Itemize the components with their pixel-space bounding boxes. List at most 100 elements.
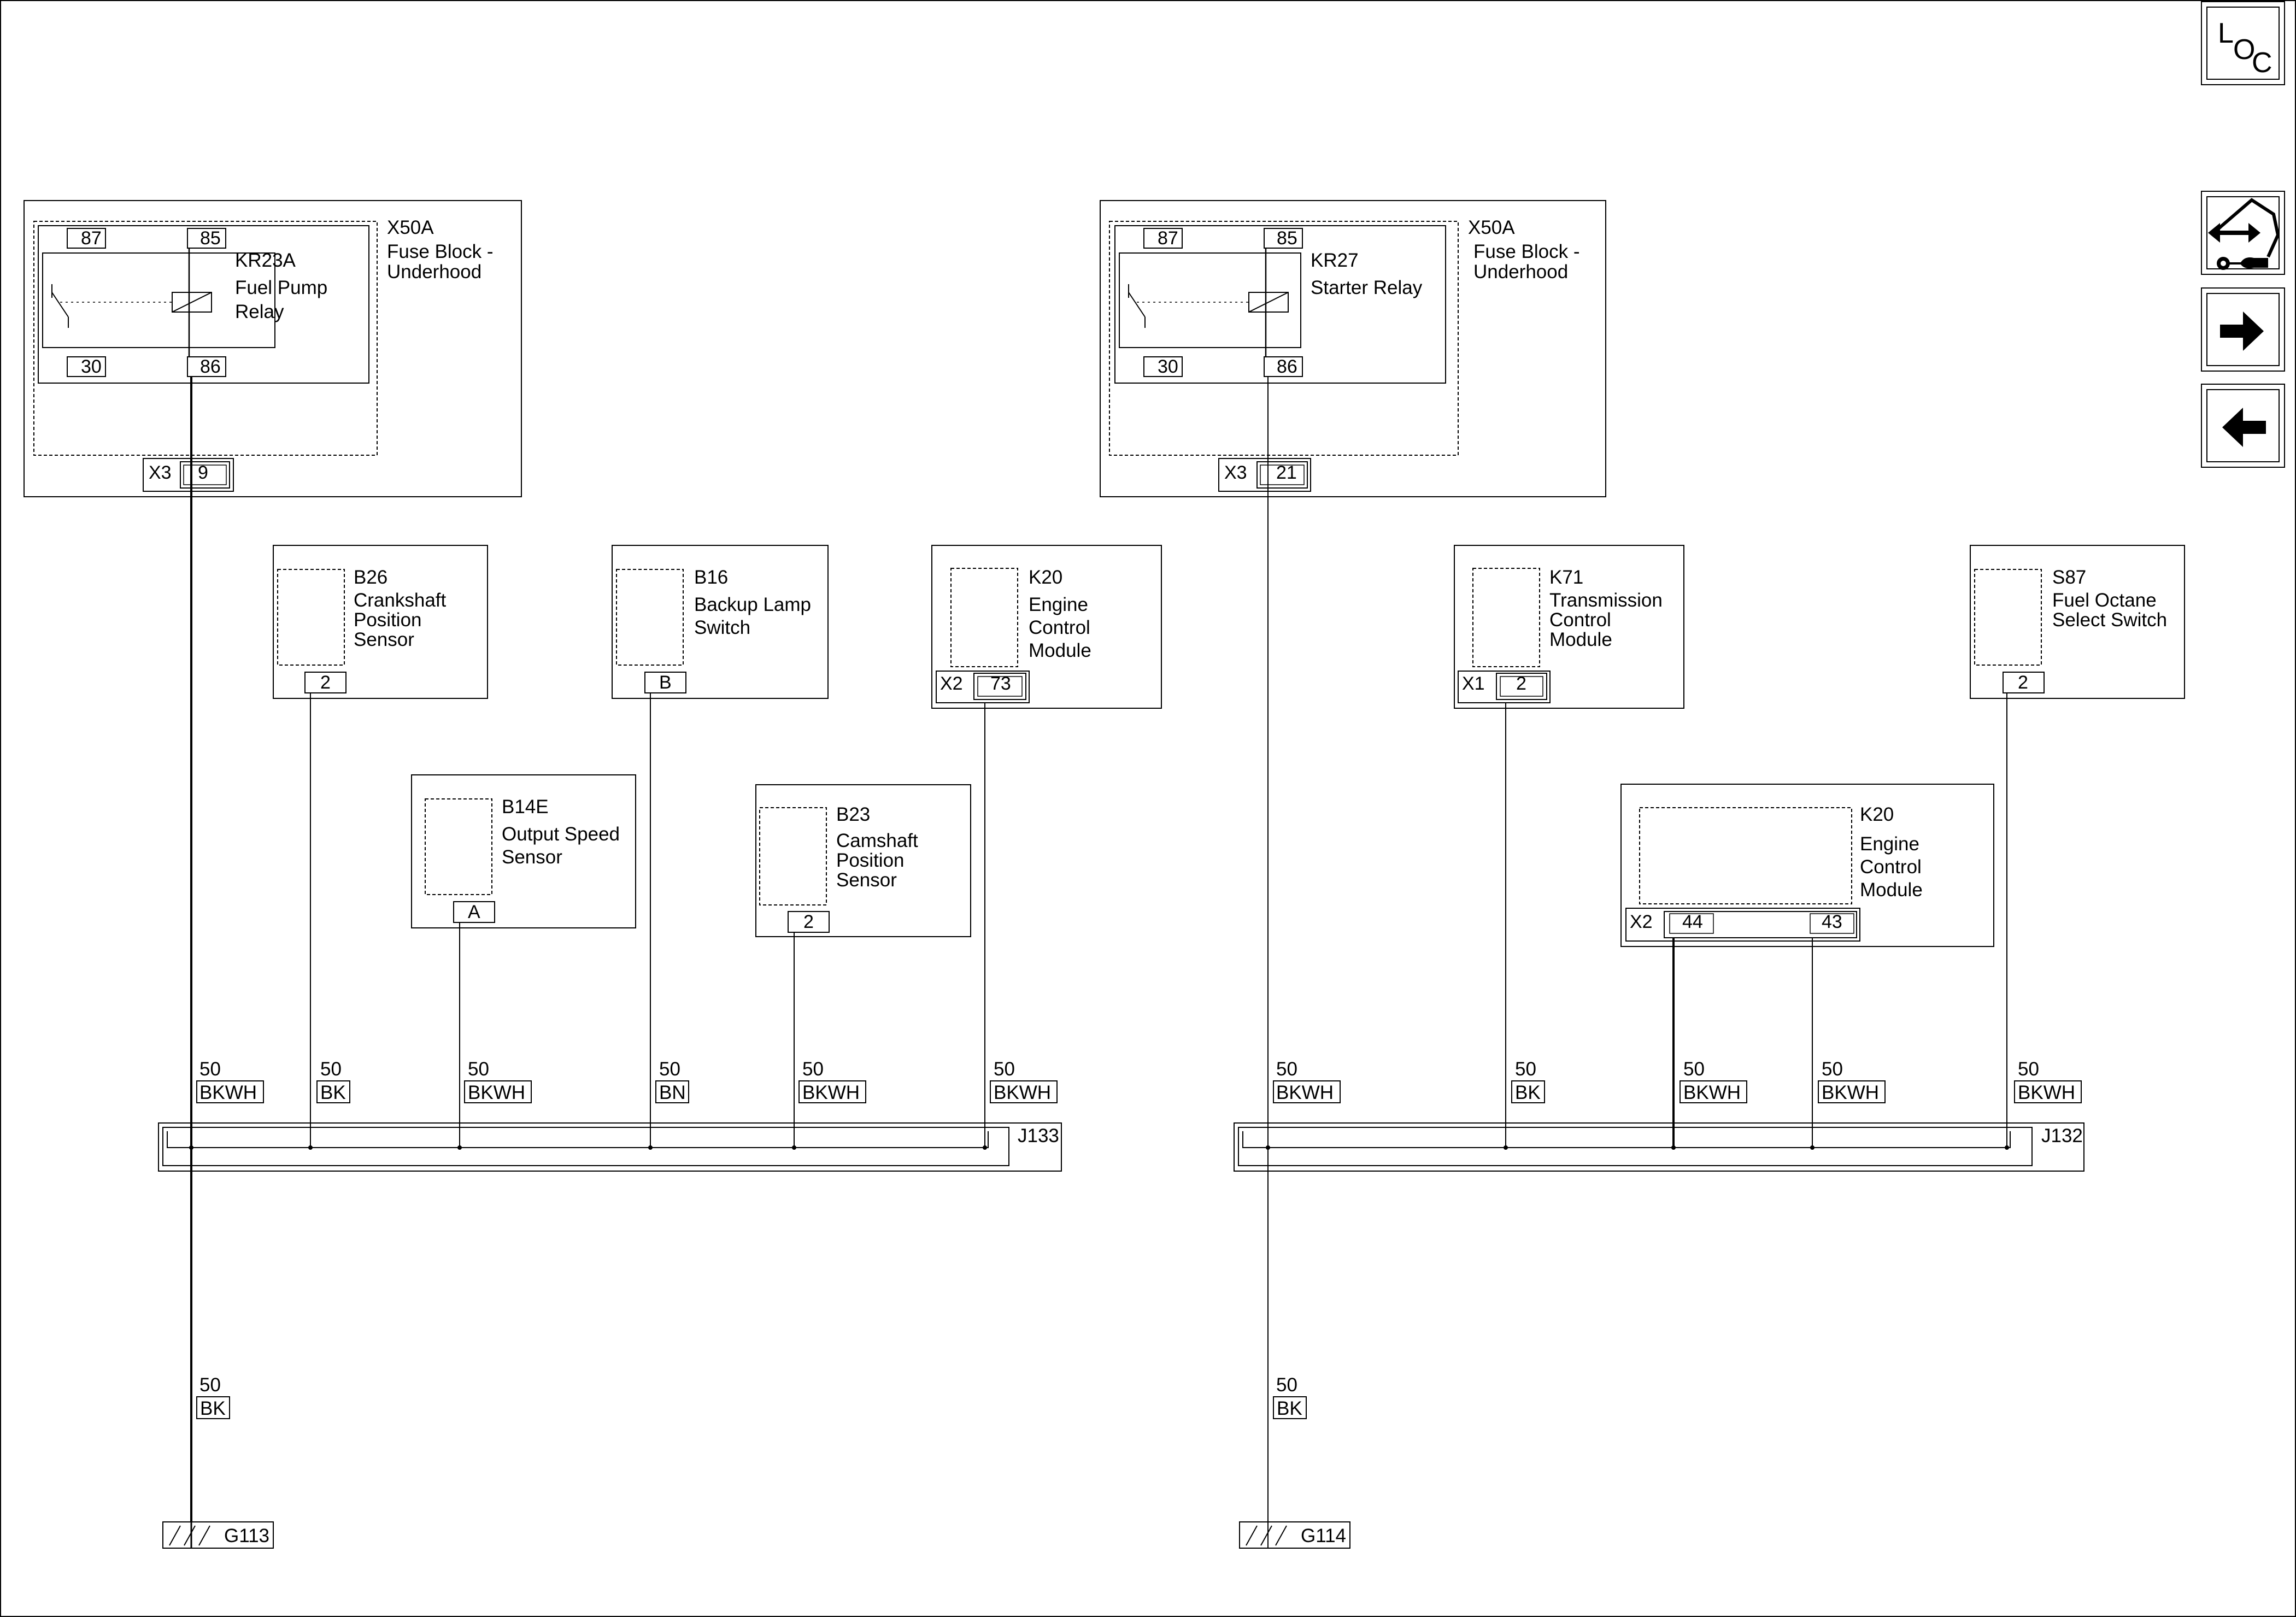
wire-label-2: 50 BK (316, 1059, 350, 1103)
ground-wire-label: 50 BK (196, 1374, 230, 1419)
wire-label-5: 50 BKWH (2014, 1059, 2082, 1103)
loc-letter: L (2218, 17, 2234, 49)
toolbar: L O C (2201, 1, 2285, 468)
splice-label: J132 (2041, 1125, 2083, 1146)
component-name: Engine (1860, 833, 1919, 855)
component-s87[interactable]: 2 S87 Fuel Octane Select Switch (1970, 545, 2185, 699)
relay-pin: 86 (1277, 356, 1297, 377)
wire-label-2: 50 BK (1511, 1059, 1545, 1103)
wire-label-5: 50 BKWH (798, 1059, 866, 1103)
component-name: Camshaft (836, 830, 918, 851)
wire-color: BKWH (199, 1082, 257, 1103)
fuse-block-x50a-right[interactable]: X50A Fuse Block - Underhood X3 21 (1100, 200, 1606, 497)
component-b26[interactable]: 2 B26 Crankshaft Position Sensor (273, 545, 488, 699)
wire-gauge: 50 (2018, 1059, 2039, 1080)
wire-label-4: 50 BN (655, 1059, 689, 1103)
previous-button[interactable] (2201, 384, 2285, 468)
wire-label-3: 50 BKWH (464, 1059, 532, 1103)
wire-color: BK (320, 1082, 346, 1103)
component-ref: K71 (1549, 567, 1583, 588)
pin-label: 2 (803, 912, 814, 932)
component-k71[interactable]: X1 2 K71 Transmission Control Module (1454, 545, 1684, 709)
component-ref: S87 (2052, 567, 2086, 588)
relay-ref: KR23A (235, 250, 296, 271)
component-ref: B16 (694, 567, 728, 588)
wire-color: BKWH (2018, 1082, 2075, 1103)
wire-label-1: 50 BKWH (1273, 1059, 1341, 1103)
component-b16[interactable]: B B16 Backup Lamp Switch (612, 545, 829, 699)
relay-kr23a[interactable]: 87 85 30 86 KR23A Fuel Pump Relay (38, 225, 369, 384)
ground-icon (169, 1522, 210, 1548)
pin-label: 2 (2018, 672, 2028, 693)
component-ref: K20 (1029, 567, 1062, 588)
relay-pin: 87 (1158, 228, 1178, 249)
component-ref: B14E (502, 796, 549, 818)
component-name: Module (1549, 629, 1612, 650)
component-k20-right[interactable]: X2 44 43 K20 Engine Control Module (1620, 784, 1994, 947)
fuse-block-x50a-left[interactable]: X50A Fuse Block - Underhood X3 9 (24, 200, 522, 497)
wire-color: BKWH (1683, 1082, 1741, 1103)
relay-pin: 30 (81, 356, 102, 377)
ground-icon (1246, 1522, 1287, 1548)
component-name: Output Speed (502, 824, 620, 845)
component-name: Crankshaft (354, 590, 447, 611)
relay-name: Starter Relay (1311, 277, 1423, 298)
component-ref: K20 (1860, 804, 1894, 825)
relay-pin: 86 (200, 356, 221, 377)
connector-pin: 21 (1276, 462, 1297, 483)
relay-pin: 85 (200, 228, 221, 249)
relay-pin: 85 (1277, 228, 1297, 249)
component-name: Module (1029, 640, 1091, 661)
connector-label: X3 (1224, 462, 1247, 483)
component-view-button[interactable] (2201, 191, 2285, 275)
wire-gauge: 50 (1276, 1059, 1297, 1080)
ground-g113[interactable]: G113 (162, 1521, 274, 1549)
next-button[interactable] (2201, 287, 2285, 372)
component-name: Position (354, 609, 422, 631)
component-name: Sensor (502, 846, 562, 868)
relay-ref: KR27 (1311, 250, 1359, 271)
wire-color: BK (1277, 1398, 1302, 1419)
component-name: Engine (1029, 594, 1088, 615)
wire-gauge: 50 (802, 1059, 824, 1080)
wire-color: BKWH (468, 1082, 525, 1103)
fuse-block-ref: X50A (387, 217, 434, 238)
wire-gauge: 50 (1515, 1059, 1536, 1080)
wire-color: BK (200, 1398, 226, 1419)
component-b23[interactable]: 2 B23 Camshaft Position Sensor (755, 784, 971, 937)
right-section: X50A Fuse Block - Underhood X3 21 87 85 … (1100, 200, 2185, 1549)
fuse-block-name: Fuse Block - (1473, 241, 1580, 262)
splice-pack-j133[interactable]: J133 (158, 1122, 1062, 1172)
connector-label: X2 (940, 673, 963, 694)
wire-label-6: 50 BKWH (990, 1059, 1058, 1103)
component-name: Control (1549, 609, 1611, 631)
wire-gauge: 50 (994, 1059, 1015, 1080)
wire-gauge: 50 (199, 1374, 221, 1396)
connector-pin: 73 (990, 673, 1011, 694)
relay-name: Fuel Pump (235, 277, 327, 298)
component-k20-left[interactable]: X2 73 K20 Engine Control Module (931, 545, 1162, 709)
wire-label-4: 50 BKWH (1818, 1059, 1886, 1103)
connector-pin: 44 (1682, 912, 1703, 932)
relay-coil-icon (1248, 292, 1289, 313)
loc-button[interactable]: L O C (2201, 1, 2285, 85)
ground-label: G114 (1301, 1525, 1346, 1547)
component-view-icon (2208, 198, 2280, 270)
connector-pin: 43 (1822, 912, 1842, 932)
wire-color: BKWH (994, 1082, 1051, 1103)
component-name: Control (1029, 617, 1090, 638)
wire-gauge: 50 (1683, 1059, 1705, 1080)
wire-color: BKWH (1822, 1082, 1879, 1103)
component-b14e[interactable]: A B14E Output Speed Sensor (411, 774, 636, 928)
relay-pin: 87 (81, 228, 102, 249)
component-ref: B26 (354, 567, 387, 588)
component-name: Fuel Octane (2052, 590, 2157, 611)
loc-letter: O (2233, 34, 2255, 66)
splice-pack-j132[interactable]: J132 (1234, 1122, 2084, 1172)
relay-kr27[interactable]: 87 85 30 86 KR27 Starter Relay (1114, 225, 1446, 384)
relay-switch-icon (1128, 284, 1249, 328)
ground-wire-label: 50 BK (1273, 1374, 1307, 1419)
ground-g114[interactable]: G114 (1239, 1521, 1350, 1549)
wire-color: BKWH (1276, 1082, 1334, 1103)
connector-label: X2 (1630, 912, 1653, 932)
